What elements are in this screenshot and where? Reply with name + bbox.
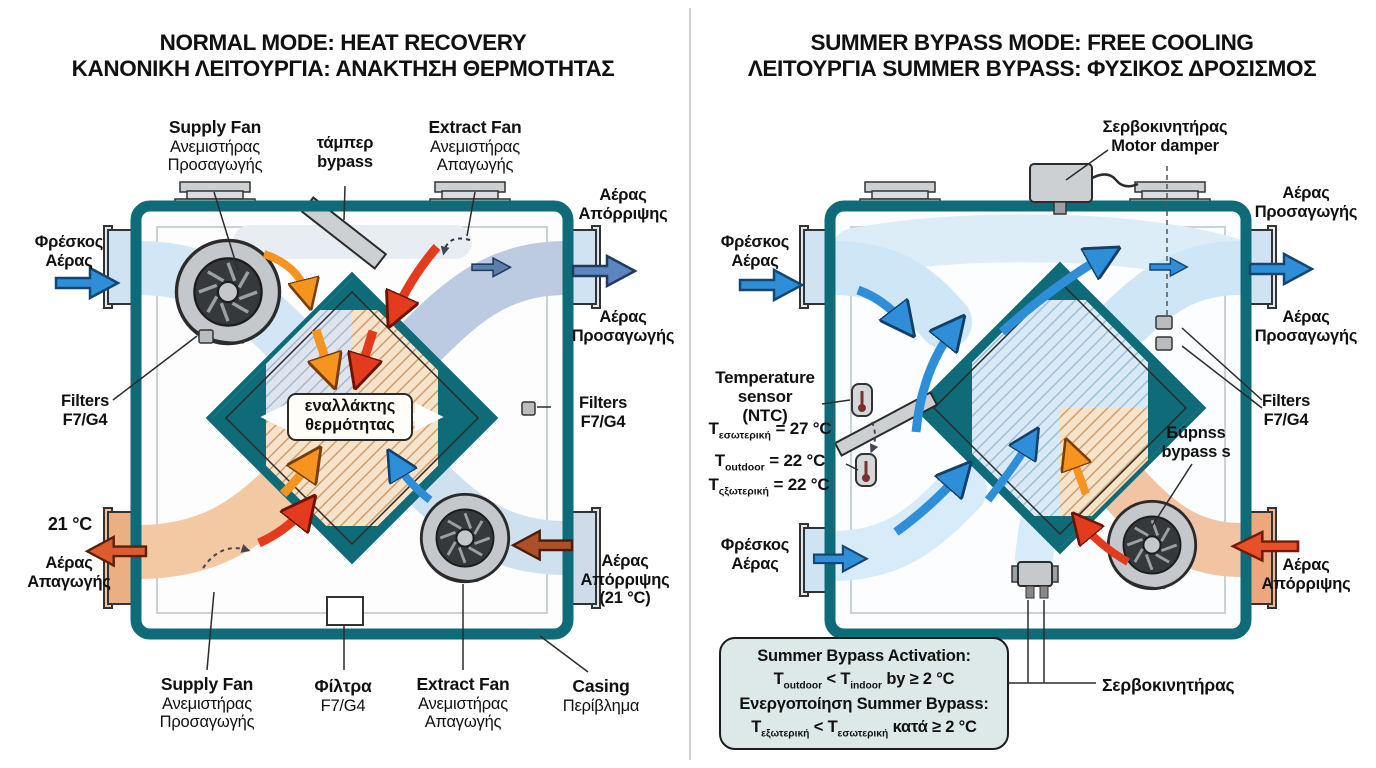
left-casing-frame [130,200,574,640]
bypass-damper-open [833,391,939,457]
exhaust-air-out-label: Αέρας Απόρριψης [578,186,668,223]
extract-fan-illustration [419,492,511,584]
supply-fan-bottom-label: Supply Fan Ανεμιστήρας Προσαγωγής [159,674,255,732]
t-outdoor-en-label: Toutdoor = 22 °C [714,451,826,474]
filter-element-icon [1155,336,1173,351]
summer-bypass-activation-box: Summer Bypass Activation: Toutdoor < Tin… [719,637,1009,751]
filter-element-icon [1155,315,1173,330]
right-flow-arrows [738,254,1314,573]
exhaust-air-label: Αέρας Απόρριψης [1261,556,1351,593]
filter-element-icon [198,329,214,344]
casing-label: Casing Περίβλημα [562,676,640,715]
temp-sensor-label: Temperature sensor (NTC) [715,368,815,426]
fresh-air-bottom-label: Φρέσκος Αέρας [720,536,790,573]
right-casing-frame [824,200,1252,640]
extract-fan-illustration [1106,499,1198,591]
extract-air-label: Αέρας Απαγωγής [27,554,111,591]
bypass-tag-label: Ƃúpnss bypass s [1161,424,1231,461]
filters-right-label: Filters F7/G4 [578,394,628,431]
filters-left-label: Filters F7/G4 [60,392,110,429]
temp-21c-label: 21 °C [47,514,93,534]
supply-fan-top-label: Supply Fan Ανεμιστήρας Προσαγωγής [167,117,263,175]
extract-fan-top-label: Extract Fan Ανεμιστήρας Απαγωγής [428,117,522,175]
fresh-air-in-arrow [738,268,804,302]
right-title-el: ΛΕΙΤΟΥΡΓΙΑ SUMMER BYPASS: ΦΥΣΙΚΟΣ ΔΡΟΣΙΣ… [747,56,1317,81]
servo-actuator [1029,163,1139,215]
right-unit-illustration [738,149,1314,684]
left-leader-lines [112,185,589,673]
left-flow-arrows [54,237,637,569]
left-title-en: NORMAL MODE: HEAT RECOVERY [159,30,527,55]
activation-condition-en: Toutdoor < Tindoor by ≥ 2 °C [773,669,955,692]
left-title-el: ΚΑΝΟΝΙΚΗ ΛΕΙΤΟΥΡΓΙΑ: ΑΝΑΚΤΗΣΗ ΘΕΡΜΟΤΗΤΑΣ [71,56,615,81]
t-outdoor-el-label: Tςξωτερική = 22 °C [708,475,830,498]
activation-condition-el: Tεξωτερική < Tεσωτερική κατά ≥ 2 °C [751,717,977,740]
right-leader-lines [821,149,1263,684]
servo-bottom-label: Σερβοκινητήρας [1102,675,1235,695]
thermometer-sensor-icon [854,452,878,488]
extract-fan-bottom-label: Extract Fan Ανεμιστήρας Απαγωγής [416,674,510,732]
supply-air-out-label: Αέρας Προσαγωγής [571,308,675,345]
right-title-en: SUMMER BYPASS MODE: FREE COOLING [810,30,1254,55]
servo-wire [1091,173,1139,188]
t-indoor-label: Tεσωτερική = 27 °C [708,419,832,442]
filter-element-icon [521,401,536,416]
filters-label: Filters F7/G4 [1261,392,1311,429]
bottom-filter-slot [326,596,364,626]
bypass-damper-label: τάμπερ bypass [316,134,374,171]
supply-air-mid-label: Αέρας Προσαγωγής [1254,308,1358,345]
servo-bottom-fitting [1011,561,1059,599]
thermometer-sensor-icon [850,382,874,418]
filters-bottom-label: Φίλτρα F7/G4 [314,676,372,715]
motor-damper-label: Σερβοκινητήρας Motor damper [1102,118,1228,155]
fresh-air-top-label: Φρέσκος Αέρας [720,233,790,270]
exhaust-air-in-label: Αέρας Απόρριψης (21 °C) [580,552,670,608]
heat-exchanger-label: εναλλάκτης θερμότητας [287,393,413,441]
supply-air-top-label: Αέρας Προσαγωγής [1254,184,1358,221]
fresh-air-label: Φρέσκος Αέρας [34,233,104,270]
